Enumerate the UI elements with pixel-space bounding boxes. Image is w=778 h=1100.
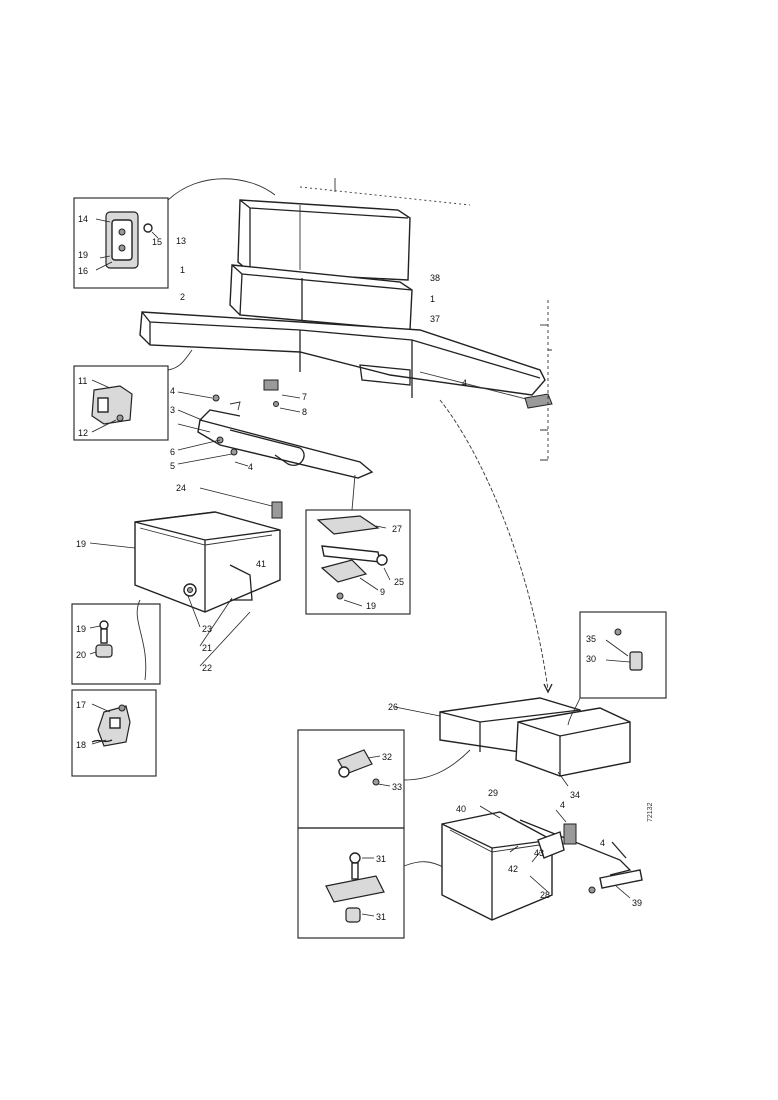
label-p15: 15 xyxy=(152,237,162,247)
label-p4d: 4 xyxy=(560,800,565,810)
label-p9: 9 xyxy=(380,587,385,597)
label-p31: 31 xyxy=(376,854,386,864)
inset-frame-17-18 xyxy=(71,689,157,777)
label-p16: 16 xyxy=(78,266,88,276)
label-p43: 43 xyxy=(534,848,544,858)
label-p19b: 19 xyxy=(76,539,86,549)
label-p20: 20 xyxy=(76,650,86,660)
label-p12: 12 xyxy=(78,428,88,438)
label-p1b: 1 xyxy=(430,294,435,304)
label-p40: 40 xyxy=(456,804,466,814)
label-p30b: 31 xyxy=(376,912,386,922)
reference-code: 72132 xyxy=(647,802,654,822)
label-p28: 28 xyxy=(540,890,550,900)
connector-curve-top xyxy=(167,178,471,206)
label-p32: 32 xyxy=(382,752,392,762)
label-p6: 6 xyxy=(170,447,175,457)
label-p24: 24 xyxy=(176,483,186,493)
inset-frame-14-15-16 xyxy=(73,197,169,289)
label-p30a: 30 xyxy=(586,654,596,664)
label-p4c: 4 xyxy=(248,462,253,472)
label-p23: 23 xyxy=(202,624,212,634)
label-p35: 35 xyxy=(586,634,596,644)
inset-frame-25-27 xyxy=(305,509,411,615)
label-p4e: 4 xyxy=(600,838,605,848)
inset-frame-32-33 xyxy=(297,729,471,829)
label-p27: 27 xyxy=(392,524,402,534)
inset-frame-30-31 xyxy=(297,827,446,939)
connector-arc xyxy=(439,399,553,694)
battery-tray-lower xyxy=(441,805,643,921)
inset-frame-11-12 xyxy=(73,349,193,441)
label-p4b: 4 xyxy=(170,386,175,396)
seat-back-cushion xyxy=(237,199,411,281)
label-p22: 22 xyxy=(202,663,212,673)
label-p19-inset: 19 xyxy=(76,624,86,634)
base-frame-box xyxy=(139,311,553,409)
label-p3: 3 xyxy=(170,405,175,415)
label-p2: 2 xyxy=(180,292,185,302)
label-p26: 26 xyxy=(388,702,398,712)
label-p42: 42 xyxy=(508,864,518,874)
bracket-assembly xyxy=(177,379,374,511)
label-p4a: 4 xyxy=(462,378,467,388)
battery-pair-lower xyxy=(394,697,631,787)
label-p41: 41 xyxy=(256,559,266,569)
label-p29: 29 xyxy=(488,788,498,798)
label-p39: 39 xyxy=(632,898,642,908)
label-p21: 21 xyxy=(202,643,212,653)
label-p8: 8 xyxy=(302,407,307,417)
label-p7: 7 xyxy=(302,392,307,402)
battery-tray-left xyxy=(89,487,283,681)
label-p11: 11 xyxy=(78,376,87,386)
label-p33: 33 xyxy=(392,782,402,792)
seat-cushion-pair xyxy=(229,264,413,331)
label-p19c: 19 xyxy=(366,601,376,611)
label-p38: 38 xyxy=(430,273,440,283)
label-p1a: 1 xyxy=(180,265,185,275)
inset-frame-19-20 xyxy=(71,603,161,685)
label-p19a: 19 xyxy=(78,250,88,260)
label-p13: 13 xyxy=(176,236,186,246)
label-p18: 18 xyxy=(76,740,86,750)
label-p5: 5 xyxy=(170,461,175,471)
label-p17: 17 xyxy=(76,700,86,710)
part-labels: 14 15 19 16 13 1 2 1 38 37 4 11 12 4 3 6… xyxy=(76,214,654,922)
label-p37: 37 xyxy=(430,314,440,324)
label-p25: 25 xyxy=(394,577,404,587)
label-p14: 14 xyxy=(78,214,88,224)
dashed-reference-lines xyxy=(540,300,552,461)
label-p34: 34 xyxy=(570,790,580,800)
inset-frame-30-35 xyxy=(567,611,667,726)
